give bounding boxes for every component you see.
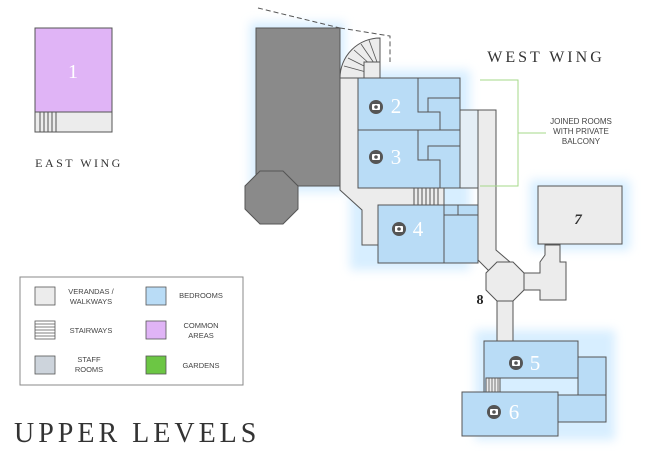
east-wing-label: EAST WING [35,156,123,170]
room-3[interactable]: 3 [357,129,461,189]
room-4[interactable]: 4 [377,204,479,264]
room-4-camera-icon [392,222,406,236]
walkway-to-5-6[interactable] [496,300,514,342]
room-2[interactable]: 2 [357,77,461,131]
west-wing: 2 3 4 8 7 [244,7,623,437]
roof-outline-2 [339,27,391,62]
room-7-label: 7 [574,212,582,228]
joined-rooms-callout: JOINED ROOMS WITH PRIVATE BALCONY [480,79,612,187]
page-title: UPPER LEVELS [14,418,260,449]
legend-swatch-staff [34,355,56,375]
legend-swatch-stairways [34,320,56,340]
hub-8[interactable] [485,261,525,302]
staff-building [255,27,341,187]
roof-outline [257,7,341,29]
room-4-label: 4 [413,217,424,241]
legend: VERANDAS / WALKWAYS BEDROOMS STAIRWAYS C… [19,276,244,386]
balcony-walkway[interactable] [477,109,511,273]
room-2-label: 2 [391,94,402,118]
callout-line-2: WITH PRIVATE [553,127,609,136]
legend-box [19,276,244,386]
room-1-walkway [34,111,113,133]
legend-bedrooms: BEDROOMS [179,291,223,300]
private-balcony[interactable] [459,109,479,189]
room-7[interactable]: 7 [537,185,623,245]
east-wing: 1 [34,27,113,133]
callout-line-1: JOINED ROOMS [550,117,612,126]
legend-swatch-verandas [34,286,56,306]
legend-verandas-line2: WALKWAYS [70,297,112,306]
legend-swatch-bedrooms [145,286,167,306]
legend-swatch-common [145,320,167,340]
room-5-label: 5 [530,351,541,375]
room-6[interactable]: 6 [461,391,607,437]
room-6-label: 6 [509,400,520,424]
legend-common-line2: AREAS [188,331,213,340]
room-1-stairway [39,112,57,132]
legend-stairways: STAIRWAYS [70,326,113,335]
legend-common-line1: COMMON [184,321,219,330]
room-8-label: 8 [477,293,484,308]
room-3-camera-icon [369,150,383,164]
callout-line-3: BALCONY [562,137,601,146]
legend-swatch-gardens [145,355,167,375]
legend-verandas-line1: VERANDAS / [68,287,114,296]
legend-staff-line2: ROOMS [75,365,103,374]
room-1-label: 1 [68,61,78,83]
spiral-staircase [339,37,381,79]
legend-gardens: GARDENS [182,361,219,370]
legend-staff-line1: STAFF [77,355,101,364]
room-3-label: 3 [391,145,402,169]
room-6-camera-icon [487,405,501,419]
octagon-tower [244,170,299,225]
west-wing-label: WEST WING [487,49,605,66]
room-2-camera-icon [369,100,383,114]
room-1-common-area[interactable] [34,27,113,113]
walkway-to-7[interactable] [523,244,567,301]
room-5-camera-icon [509,356,523,370]
